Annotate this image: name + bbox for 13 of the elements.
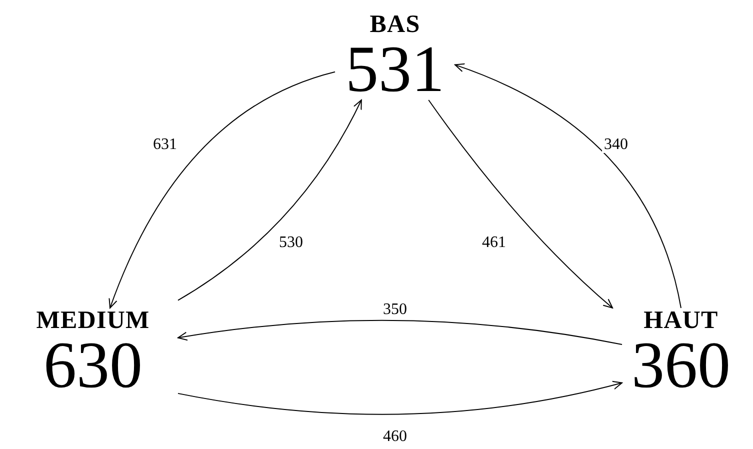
state-value: 531	[346, 37, 444, 103]
arrow	[178, 100, 362, 301]
state-name: MEDIUM	[36, 308, 150, 333]
state-value: 630	[44, 333, 142, 399]
edge-label: 340	[602, 137, 630, 153]
arrow	[428, 100, 614, 308]
arrow	[109, 71, 336, 308]
arrow	[454, 64, 682, 308]
arrow	[178, 380, 622, 415]
state-name: BAS	[370, 12, 420, 37]
state-value: 360	[632, 333, 730, 399]
arrow	[178, 320, 622, 345]
state-name: HAUT	[644, 308, 718, 333]
